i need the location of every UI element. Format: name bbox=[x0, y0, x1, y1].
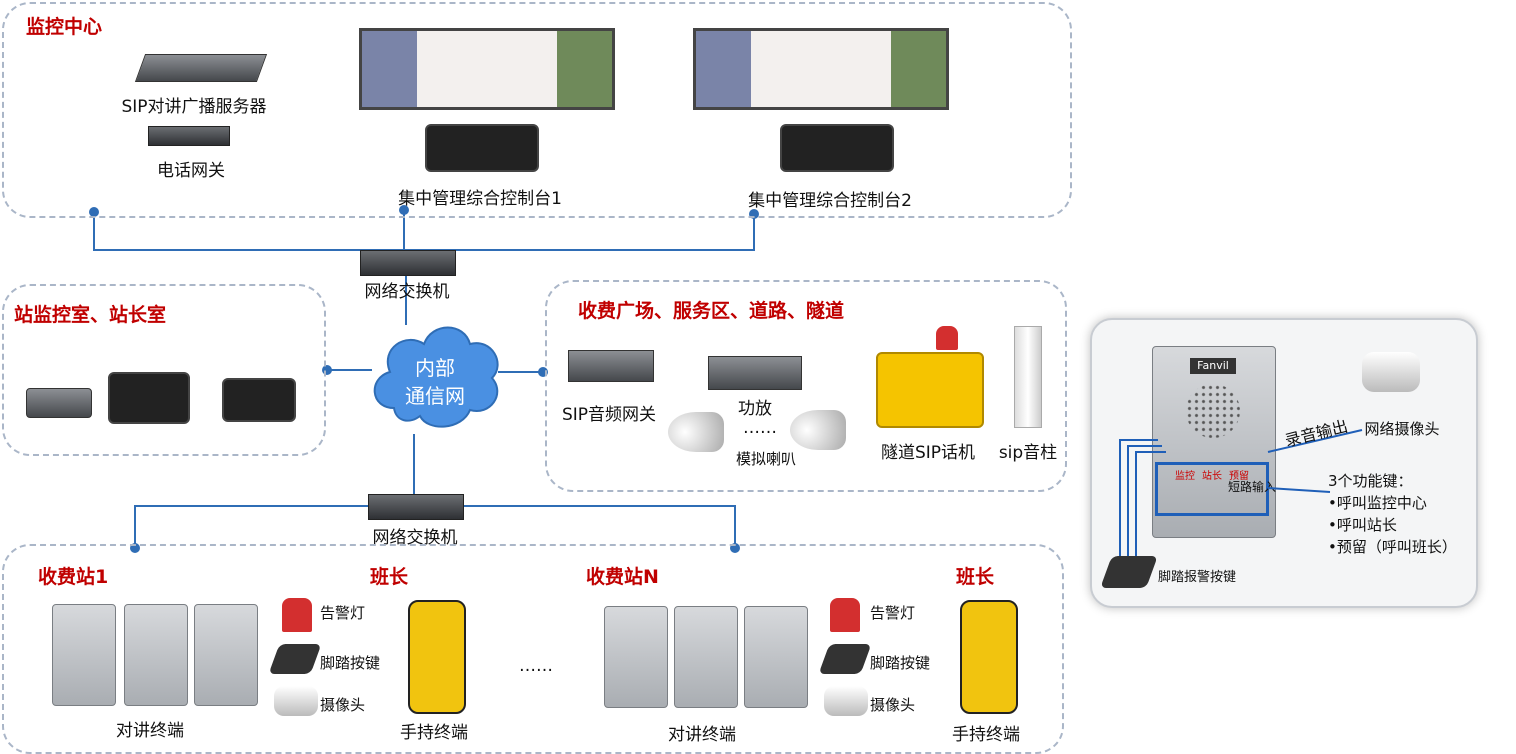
phone-gateway-label: 电话网关 bbox=[157, 161, 225, 181]
handheld-terminal-label-1: 手持终端 bbox=[400, 723, 468, 743]
detail-network-camera-label: 网络摄像头 bbox=[1364, 420, 1440, 438]
cloud-line-2: 通信网 bbox=[405, 384, 465, 408]
team-leader-title-1: 班长 bbox=[370, 566, 409, 588]
station-room-title: 站监控室、站长室 bbox=[14, 304, 167, 326]
sip-column-speaker-device bbox=[1014, 326, 1042, 428]
handheld-terminal-label-n: 手持终端 bbox=[952, 725, 1020, 745]
camera-1 bbox=[274, 686, 318, 716]
switch-top-label: 网络交换机 bbox=[364, 282, 450, 302]
detail-key-3: 预留 bbox=[1229, 471, 1249, 482]
video-wall-2 bbox=[693, 28, 949, 110]
toll-stations-zone bbox=[2, 544, 1064, 754]
detail-speaker-grille bbox=[1186, 384, 1240, 438]
amplifier-device bbox=[708, 356, 802, 390]
intercom-terminal-1a bbox=[52, 604, 116, 706]
console-2-label: 集中管理综合控制台2 bbox=[748, 191, 912, 211]
toll-plaza-zone bbox=[545, 280, 1067, 492]
warning-light-n bbox=[830, 598, 860, 632]
console-1-label: 集中管理综合控制台1 bbox=[398, 189, 562, 209]
detail-foot-alarm-label: 脚踏报警按键 bbox=[1158, 570, 1237, 585]
video-phone-2 bbox=[222, 378, 296, 422]
switch-bottom-label: 网络交换机 bbox=[372, 528, 458, 548]
horn-speaker-1 bbox=[668, 412, 724, 452]
tunnel-sip-phone-label: 隧道SIP话机 bbox=[880, 443, 976, 463]
warning-light-label-1: 告警灯 bbox=[320, 604, 366, 622]
detail-network-camera bbox=[1362, 352, 1420, 392]
handheld-terminal-n bbox=[960, 600, 1018, 714]
station-n-title: 收费站N bbox=[586, 566, 659, 588]
network-switch-top bbox=[360, 250, 456, 276]
intercom-terminal-1c bbox=[194, 604, 258, 706]
amplifier-label: 功放 bbox=[738, 399, 772, 419]
intercom-terminal-1b bbox=[124, 604, 188, 706]
intercom-terminal-label-n: 对讲终端 bbox=[668, 725, 736, 745]
detail-fk-2: •呼叫站长 bbox=[1328, 516, 1397, 534]
warning-light-1 bbox=[282, 598, 312, 632]
camera-label-1: 摄像头 bbox=[320, 696, 366, 714]
detail-fk-3: •预留（呼叫班长） bbox=[1328, 538, 1457, 556]
handheld-terminal-1 bbox=[408, 600, 466, 714]
detail-brand-plate: Fanvil bbox=[1190, 358, 1236, 374]
foot-button-label-1: 脚踏按键 bbox=[320, 654, 381, 672]
horn-dots: …… bbox=[743, 418, 777, 438]
detail-fk-1: •呼叫监控中心 bbox=[1328, 494, 1427, 512]
camera-label-n: 摄像头 bbox=[870, 696, 916, 714]
network-switch-bottom bbox=[368, 494, 464, 520]
intercom-terminal-label-1: 对讲终端 bbox=[116, 721, 184, 741]
detail-key-2: 站长 bbox=[1202, 471, 1222, 482]
cloud-line-1: 内部 bbox=[415, 356, 455, 380]
sip-audio-gateway-device bbox=[568, 350, 654, 382]
sip-column-label: sip音柱 bbox=[998, 443, 1058, 463]
video-wall-1 bbox=[359, 28, 615, 110]
sip-server-label: SIP对讲广播服务器 bbox=[121, 97, 267, 117]
team-leader-title-2: 班长 bbox=[956, 566, 995, 588]
console-1-device bbox=[425, 124, 539, 172]
console-2-device bbox=[780, 124, 894, 172]
monitor-center-zone bbox=[2, 2, 1072, 218]
intercom-terminal-na bbox=[604, 606, 668, 708]
foot-button-label-n: 脚踏按键 bbox=[870, 654, 931, 672]
phone-gateway-device bbox=[148, 126, 230, 146]
detail-key-1: 监控 bbox=[1175, 471, 1195, 482]
tunnel-sip-phone-device bbox=[876, 352, 984, 428]
camera-n bbox=[824, 686, 868, 716]
toll-plaza-title: 收费广场、服务区、道路、隧道 bbox=[578, 300, 845, 322]
detail-short-input-label: 短路输入 bbox=[1227, 480, 1276, 494]
station-room-zone bbox=[2, 284, 326, 456]
detail-intercom-panel bbox=[1152, 346, 1276, 538]
detail-key-highlight bbox=[1155, 462, 1269, 516]
station-1-title: 收费站1 bbox=[38, 566, 109, 588]
detail-fk-title: 3个功能键： bbox=[1328, 472, 1413, 490]
video-phone-1 bbox=[108, 372, 190, 424]
tunnel-phone-warning-light bbox=[936, 326, 958, 350]
stations-dots: …… bbox=[519, 656, 553, 676]
intercom-terminal-nb bbox=[674, 606, 738, 708]
paging-mic-console bbox=[26, 388, 92, 418]
monitor-center-title: 监控中心 bbox=[26, 16, 103, 38]
analog-horn-label: 模拟喇叭 bbox=[735, 450, 796, 468]
warning-light-label-n: 告警灯 bbox=[870, 604, 916, 622]
intranet-cloud bbox=[373, 326, 499, 428]
horn-speaker-2 bbox=[790, 410, 846, 450]
intercom-terminal-nc bbox=[744, 606, 808, 708]
sip-audio-gateway-label: SIP音频网关 bbox=[561, 405, 657, 425]
